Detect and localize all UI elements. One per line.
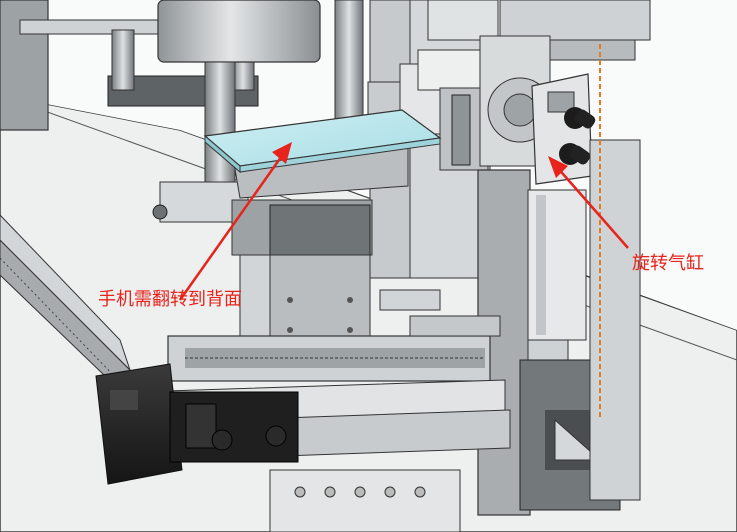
xz-stage xyxy=(231,199,373,376)
servo-motor xyxy=(95,363,299,485)
annotation-rotary-cylinder: 旋转气缸 xyxy=(632,253,704,274)
annotation-phone-flip: 手机需翻转到背面 xyxy=(98,289,242,310)
rotary-cylinder xyxy=(531,73,596,185)
arrow-annotation-icon xyxy=(178,142,629,301)
upper-frame xyxy=(0,0,651,279)
vertical-column xyxy=(477,139,641,516)
lower-parts xyxy=(269,289,501,532)
